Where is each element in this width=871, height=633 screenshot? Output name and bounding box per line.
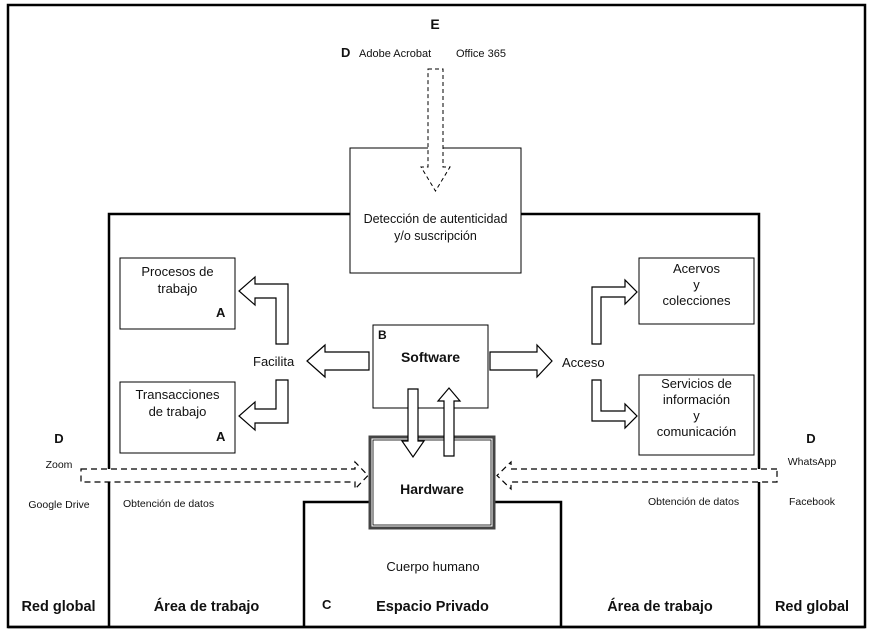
bent-arrow-up-left-icon: [238, 275, 289, 345]
dashed-arrow-down-icon: [420, 68, 451, 192]
servicios-line-3: y: [693, 408, 700, 423]
bent-arrow-down-right-icon: [591, 379, 638, 430]
authentication-label: Detección de autenticidad y/o suscripció…: [350, 211, 521, 245]
work-area-frame: [107, 212, 761, 627]
marker-e: E: [430, 16, 440, 32]
authentication-label-line-2: y/o suscripción: [394, 229, 477, 243]
acceso-label: Acceso: [562, 355, 605, 370]
marker-d-left: D: [54, 431, 64, 446]
zone-area-trabajo-left: Área de trabajo: [153, 599, 260, 615]
acervos-box: [638, 257, 755, 325]
acervos-label: Acervos y colecciones: [639, 261, 754, 309]
procesos-box: [119, 257, 236, 330]
procesos-line-2: trabajo: [157, 281, 198, 296]
app-adobe-acrobat: Adobe Acrobat: [359, 48, 432, 60]
software-box: [372, 324, 489, 409]
marker-d-top: D: [341, 45, 351, 60]
zone-red-global-right: Red global: [774, 599, 850, 615]
zone-area-trabajo-right: Área de trabajo: [607, 599, 713, 615]
app-google-drive: Google Drive: [28, 499, 90, 511]
transacciones-line-2: de trabajo: [148, 404, 207, 419]
software-label: Software: [400, 349, 461, 365]
dashed-arrow-left-icon: [496, 460, 778, 491]
hardware-box: [368, 435, 496, 530]
zone-red-global-left: Red global: [21, 599, 96, 615]
marker-d-right: D: [806, 431, 816, 446]
servicios-label: Servicios de información y comunicación: [639, 376, 754, 440]
transacciones-box: [119, 381, 236, 454]
arrow-down-icon: [400, 388, 426, 459]
authentication-label-line-1: Detección de autenticidad: [363, 212, 508, 226]
arrow-up-icon: [436, 387, 462, 457]
bent-arrow-down-left-icon: [238, 379, 289, 432]
app-zoom: Zoom: [45, 459, 73, 471]
data-flow-label-right: Obtención de datos: [648, 496, 740, 508]
transacciones-line-1: Transacciones: [135, 387, 220, 402]
servicios-line-4: comunicación: [656, 424, 737, 439]
servicios-line-1: Servicios de: [661, 376, 732, 391]
dashed-arrow-right-icon: [80, 460, 369, 491]
data-flow-label-left: Obtención de datos: [123, 498, 215, 510]
hardware-label: Hardware: [400, 481, 464, 497]
arrow-right-icon: [489, 343, 553, 379]
marker-a-transacciones: A: [216, 429, 226, 444]
servicios-box: [638, 374, 755, 456]
marker-b: B: [378, 328, 387, 342]
hardware-box-inner: [372, 439, 492, 526]
marker-a-procesos: A: [216, 305, 226, 320]
procesos-label: Procesos de trabajo: [120, 263, 235, 297]
acervos-line-2: y: [693, 277, 700, 292]
app-whatsapp: WhatsApp: [787, 456, 837, 468]
private-space-frame: [302, 500, 563, 627]
facilita-label: Facilita: [253, 354, 295, 369]
cuerpo-humano-label: Cuerpo humano: [386, 559, 480, 574]
marker-c: C: [322, 597, 332, 612]
acervos-line-3: colecciones: [662, 293, 731, 308]
arrow-left-icon: [306, 343, 370, 379]
transacciones-label: Transacciones de trabajo: [120, 386, 235, 420]
procesos-line-1: Procesos de: [141, 264, 214, 279]
bent-arrow-up-right-icon: [591, 278, 638, 345]
acervos-line-1: Acervos: [673, 261, 720, 276]
servicios-line-2: información: [662, 392, 731, 407]
app-office-365: Office 365: [456, 48, 506, 60]
zone-espacio-privado: Espacio Privado: [376, 599, 489, 615]
app-facebook: Facebook: [788, 496, 836, 508]
